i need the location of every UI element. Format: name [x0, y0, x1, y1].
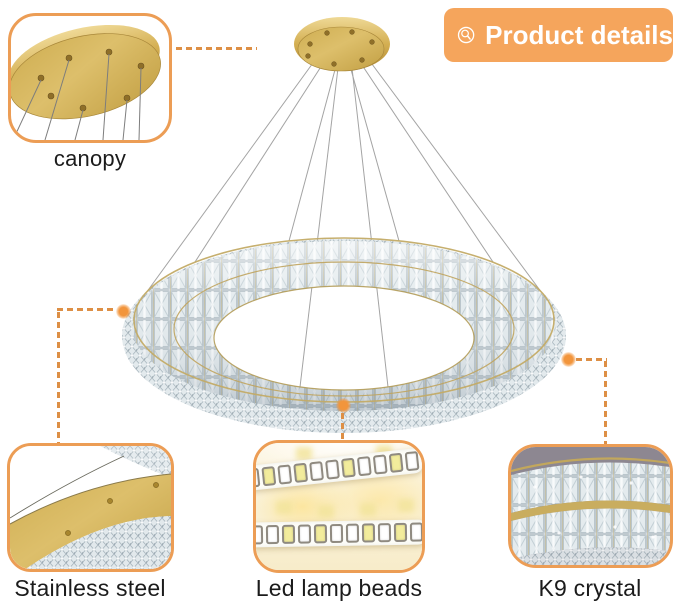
blurred-led — [318, 505, 334, 518]
stainless-steel-photo — [10, 446, 171, 569]
chandelier-canopy — [294, 17, 390, 72]
canopy-callout — [8, 13, 172, 143]
canopy-wires — [12, 53, 142, 140]
led-chip — [313, 524, 328, 544]
led-chip — [404, 451, 420, 472]
blurred-led — [296, 447, 312, 460]
connector-led-v — [341, 413, 344, 441]
led-chip — [256, 467, 261, 488]
connector-k9-v — [604, 361, 607, 444]
product-details-banner: Product details — [444, 8, 673, 62]
led-chip — [361, 523, 376, 543]
connector-canopy — [176, 47, 257, 50]
led-chip — [309, 461, 325, 482]
led-label: Led lamp beads — [255, 575, 423, 601]
crystal-fringe — [24, 516, 171, 569]
led-chip — [340, 457, 356, 478]
blurred-led — [276, 501, 292, 514]
gold-divider — [511, 500, 670, 521]
canopy-label: canopy — [53, 146, 127, 171]
crystal-row-2 — [511, 508, 670, 559]
led-photo — [256, 443, 422, 570]
k9-crystal-photo — [511, 447, 670, 565]
led-chip — [256, 525, 264, 545]
canopy-photo — [11, 24, 161, 140]
led-chip — [281, 524, 296, 544]
connector-stainless-v — [57, 312, 60, 443]
k9-crystal-label: K9 crystal — [538, 575, 642, 601]
led-chip — [377, 523, 392, 543]
connector-dot-stainless — [116, 304, 131, 319]
crystal-sparkle-fringe — [511, 547, 670, 565]
stainless-steel-callout — [7, 443, 174, 572]
led-chip — [297, 524, 312, 544]
led-chip — [409, 522, 422, 542]
connector-stainless-h — [57, 308, 116, 311]
magnifier-icon — [457, 26, 475, 44]
led-chip — [329, 523, 344, 544]
k9-crystal-callout — [508, 444, 673, 568]
led-chip — [265, 525, 280, 545]
led-chip — [356, 456, 372, 477]
connector-dot-k9 — [561, 352, 576, 367]
gold-rim-middle — [173, 261, 515, 397]
crystal-row-1 — [511, 462, 670, 513]
stainless-steel-label: Stainless steel — [14, 575, 166, 601]
canopy-screws — [37, 48, 145, 112]
led-callout — [253, 440, 425, 573]
led-chip — [345, 523, 360, 543]
suspension-wires — [145, 55, 543, 388]
connector-dot-led — [336, 398, 351, 413]
led-strip-bottom — [256, 519, 422, 548]
gold-rim-inner — [213, 285, 475, 391]
led-chip — [388, 452, 404, 473]
blurred-led — [398, 499, 414, 512]
led-chip — [261, 466, 277, 487]
led-chip — [293, 462, 309, 483]
led-chip — [393, 522, 408, 542]
led-chip — [372, 454, 388, 475]
connector-k9-h — [576, 358, 607, 361]
led-chip — [277, 464, 293, 485]
led-strip-top — [256, 447, 422, 492]
banner-label: Product details — [485, 19, 673, 50]
blurred-led — [360, 503, 376, 516]
gold-band — [10, 474, 171, 569]
led-chip — [325, 459, 340, 480]
